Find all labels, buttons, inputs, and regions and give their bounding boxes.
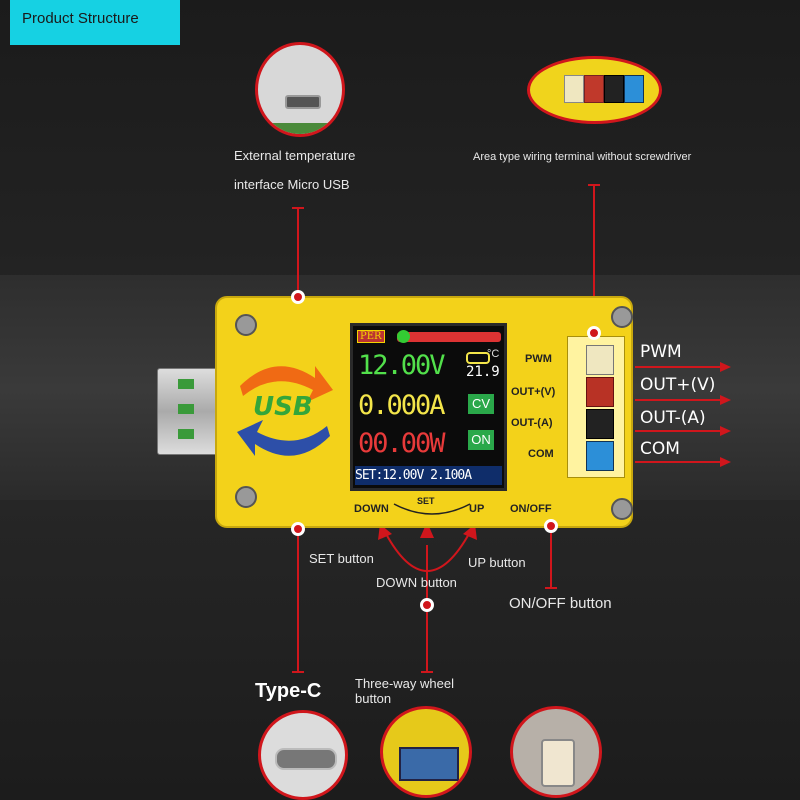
micro-usb-port	[285, 95, 321, 109]
terminal-label: Area type wiring terminal without screwd…	[473, 151, 692, 163]
wheel-arc	[393, 503, 471, 515]
set-line: SET:12.00V 2.100A	[355, 466, 502, 485]
set-label: SET	[417, 496, 435, 506]
terminal-slot-out-v[interactable]	[586, 377, 614, 407]
up-label: UP	[469, 503, 485, 515]
screw-icon	[611, 498, 633, 520]
temp-value: 21.9	[466, 364, 500, 380]
terminal-slot-out-a[interactable]	[586, 409, 614, 439]
terminal-black	[604, 75, 624, 103]
ext-temp-label-1: External temperature	[234, 148, 356, 163]
mode-badge: CV	[468, 394, 494, 414]
power-value: 00.00W	[358, 428, 446, 459]
usb-logo-text: USB	[253, 392, 313, 422]
wheel-label-1: Three-way wheel	[355, 676, 454, 691]
temp-unit: °C	[487, 348, 500, 360]
terminal-label-com: COM	[528, 448, 554, 460]
current-value: 0.000A	[358, 390, 446, 421]
temp-icon	[466, 352, 490, 364]
onoff-switch-icon	[541, 739, 575, 787]
set-button-label: SET button	[309, 551, 374, 566]
callout-dot-wheel	[420, 598, 434, 612]
wheel-label-2: button	[355, 691, 392, 706]
terminal-slot-com[interactable]	[586, 441, 614, 471]
wheel-callout	[380, 706, 472, 798]
onoff-callout	[510, 706, 602, 798]
callout-dot-type-c	[291, 522, 305, 536]
type-c-callout	[258, 710, 348, 800]
callout-dot-micro-usb	[291, 290, 305, 304]
wheel-part	[399, 747, 459, 781]
terminal-white	[564, 75, 584, 103]
ext-temp-label-2: interface Micro USB	[234, 177, 350, 192]
screw-icon	[235, 314, 257, 336]
output-label-out-v: OUT+(V)	[640, 375, 716, 395]
terminal-label-out-v: OUT+(V)	[511, 386, 556, 398]
callout-dot-terminal	[587, 326, 601, 340]
terminal-red	[584, 75, 604, 103]
type-c-label: Type-C	[255, 680, 322, 702]
terminal-label-pwm: PWM	[525, 353, 552, 365]
down-label: DOWN	[354, 503, 389, 515]
onoff-label: ON/OFF	[510, 503, 552, 515]
terminal-callout	[527, 56, 662, 124]
type-c-port	[275, 748, 337, 770]
screw-icon	[611, 306, 633, 328]
wiring-terminal-block	[567, 336, 625, 478]
up-button-label: UP button	[468, 555, 526, 570]
callout-dot-onoff	[544, 519, 558, 533]
terminal-blue	[624, 75, 644, 103]
title-box: Product Structure	[10, 0, 180, 45]
lcd-screen: PER 12.00V 0.000A 00.00W °C 21.9 CV ON S…	[350, 323, 507, 491]
device-body: USB PER 12.00V 0.000A 00.00W °C 21.9 CV …	[215, 296, 633, 528]
usb-contact	[178, 429, 194, 439]
status-green-dot	[397, 330, 410, 343]
usb-contact	[178, 379, 194, 389]
output-label-out-a: OUT-(A)	[640, 408, 706, 428]
board-edge	[258, 123, 342, 134]
terminal-slot-pwm[interactable]	[586, 345, 614, 375]
terminal-label-out-a: OUT-(A)	[511, 417, 553, 429]
onoff-button-label: ON/OFF button	[509, 595, 612, 612]
signal-dots	[397, 332, 501, 342]
usb-logo-arrows-icon	[237, 366, 333, 456]
down-button-label: DOWN button	[376, 575, 457, 590]
output-label-com: COM	[640, 439, 680, 459]
usb-contact	[178, 404, 194, 414]
output-label-pwm: PWM	[640, 342, 682, 362]
micro-usb-callout	[255, 42, 345, 137]
per-badge: PER	[357, 330, 385, 343]
state-badge: ON	[468, 430, 494, 450]
voltage-value: 12.00V	[358, 350, 446, 381]
screw-icon	[235, 486, 257, 508]
